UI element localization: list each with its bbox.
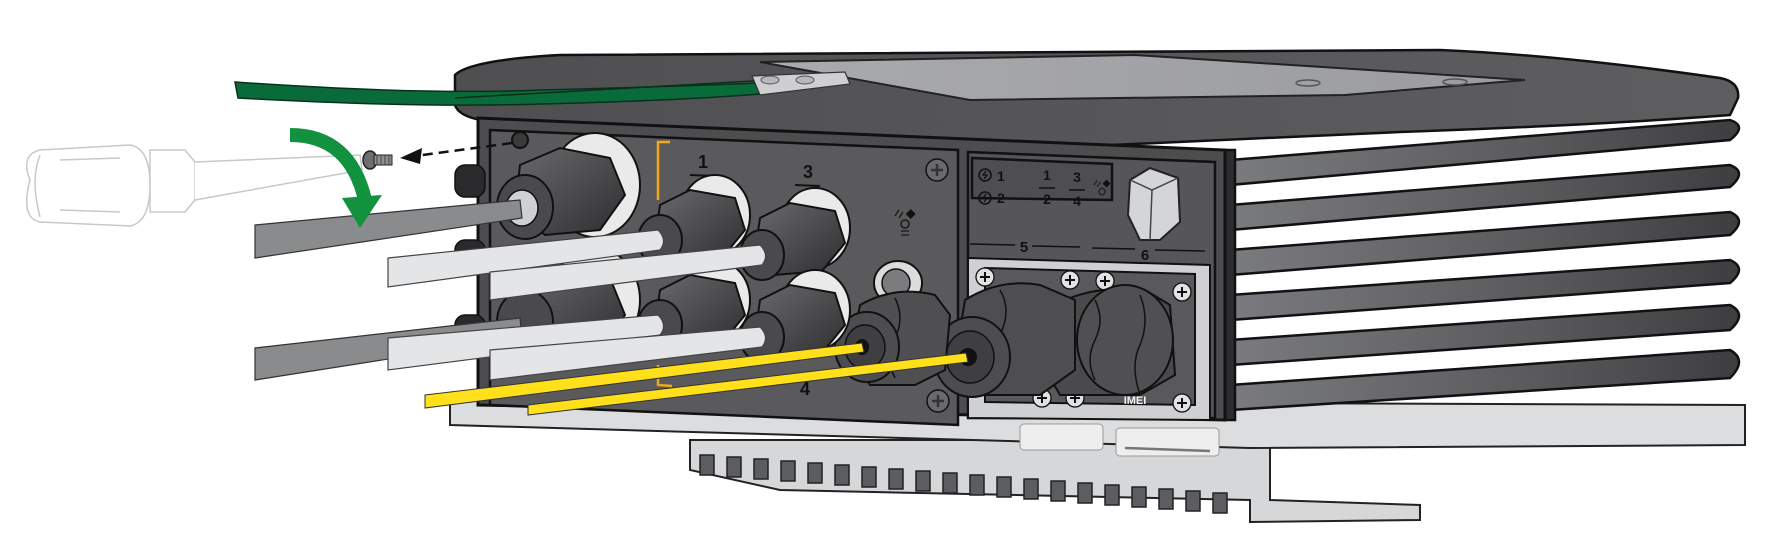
status-led-1-2: 1 2 xyxy=(1039,167,1055,207)
svg-text:3: 3 xyxy=(1073,169,1081,185)
screwdriver-icon xyxy=(25,144,363,227)
svg-text:3: 3 xyxy=(803,162,813,182)
panel-screw-bottom[interactable] xyxy=(926,389,950,413)
plate-screws xyxy=(975,267,1192,413)
cable-gland-port-3[interactable] xyxy=(739,187,851,281)
ground-screw-hole[interactable] xyxy=(511,131,529,149)
white-cable-port-1 xyxy=(387,229,665,288)
cables xyxy=(254,199,969,416)
port-label-3: 3 xyxy=(794,162,821,187)
power-led-2: 2 xyxy=(978,190,1005,206)
cable-gland-port-1[interactable] xyxy=(637,174,751,266)
svg-text:1: 1 xyxy=(698,152,708,172)
vent-slots xyxy=(699,454,1228,514)
white-cable-port-4 xyxy=(489,326,767,381)
svg-text:6: 6 xyxy=(1141,247,1149,264)
dashed-insert-arrow-icon xyxy=(400,141,513,164)
top-access-panel xyxy=(759,53,1526,102)
svg-text:4: 4 xyxy=(1073,193,1081,209)
port-label-5: 5 xyxy=(969,239,1081,256)
cable-gland-port-4[interactable] xyxy=(739,269,851,363)
ground-lug xyxy=(751,71,851,96)
panel-screw-top[interactable] xyxy=(925,158,949,182)
panel-screw xyxy=(1442,78,1468,86)
yellow-cable-port-5 xyxy=(527,352,969,416)
svg-text:5: 5 xyxy=(1020,239,1028,256)
svg-text:1: 1 xyxy=(1043,167,1051,183)
ground-screw-icon[interactable] xyxy=(362,150,393,170)
panel-screw xyxy=(1295,79,1321,87)
svg-text:2: 2 xyxy=(1043,191,1051,207)
cooling-fins xyxy=(1223,118,1741,422)
gps-led-icon xyxy=(1093,179,1111,196)
svg-text:1: 1 xyxy=(997,168,1005,184)
port-label-6: 6 xyxy=(1091,247,1206,264)
imei-label: IMEI xyxy=(1124,395,1147,407)
status-led-3-4: 3 4 xyxy=(1069,169,1085,209)
label-sticker-right xyxy=(1115,427,1220,457)
clockwise-rotate-arrow-icon xyxy=(289,128,382,228)
ground-cable xyxy=(234,71,851,106)
led-indicator-panel: 1 2 1 2 3 4 xyxy=(970,156,1114,209)
gray-cable-top xyxy=(254,199,523,259)
yellow-cable-gps xyxy=(424,342,865,409)
white-cable-port-3 xyxy=(489,244,767,301)
power-led-1: 1 xyxy=(978,168,1005,184)
connector-port-5[interactable] xyxy=(933,282,1076,398)
label-sticker-left xyxy=(1019,423,1104,451)
cable-gland-1[interactable] xyxy=(496,132,641,240)
port-label-4: 4 xyxy=(800,379,810,399)
svg-text:2: 2 xyxy=(997,190,1005,206)
vent-plug xyxy=(1126,166,1182,241)
